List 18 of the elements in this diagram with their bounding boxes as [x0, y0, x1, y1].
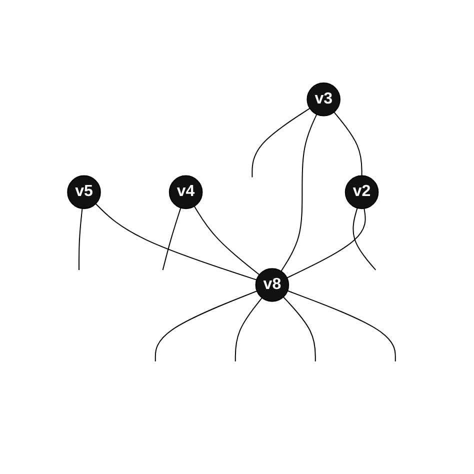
- connector: [252, 108, 310, 178]
- connector: [162, 207, 182, 270]
- connector: [234, 297, 262, 362]
- connector: [94, 203, 257, 280]
- connector: [154, 290, 258, 362]
- node-circle: v3: [306, 82, 340, 116]
- node-circle: v8: [255, 268, 289, 302]
- connector: [282, 296, 316, 362]
- connector: [333, 111, 362, 176]
- node-circle: v5: [66, 175, 101, 209]
- connector: [286, 290, 396, 362]
- connector: [194, 206, 260, 276]
- connector: [280, 114, 318, 272]
- node-circle: v4: [168, 175, 202, 209]
- connector: [286, 208, 366, 278]
- node-circle: v2: [344, 175, 378, 209]
- connector: [352, 207, 376, 270]
- connector: [78, 208, 83, 270]
